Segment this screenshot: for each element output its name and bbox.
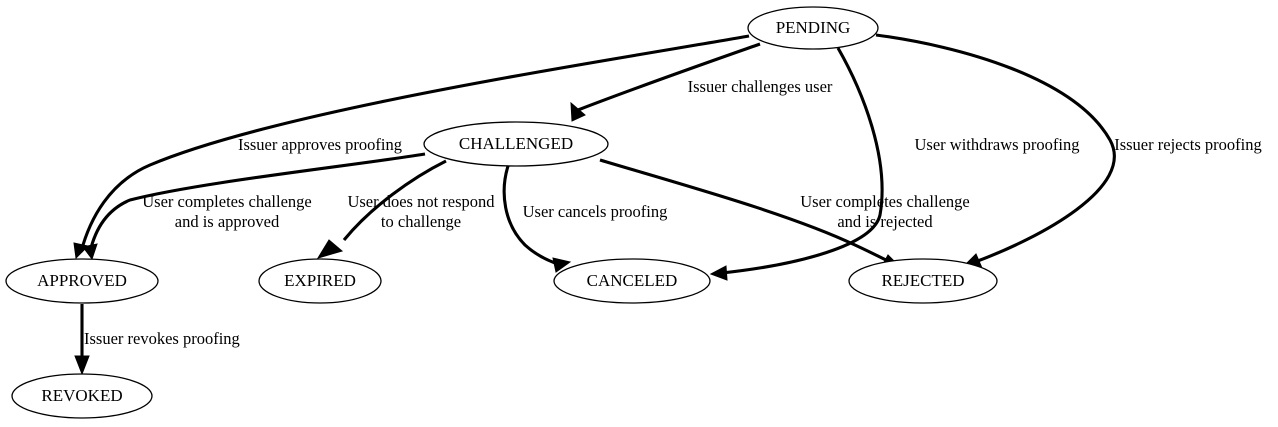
edge-path-challenged-expired <box>342 159 447 241</box>
node-canceled-label: CANCELED <box>587 271 678 290</box>
node-challenged-ellipse <box>423 121 609 167</box>
edge-label-pending-rejected: Issuer rejects proofing <box>1114 135 1262 154</box>
edge-label-challenged-approved-line1: User completes challenge <box>142 192 312 211</box>
edge-path-challenged-rejected <box>599 158 891 264</box>
edge-label-pending-canceled: User withdraws proofing <box>915 135 1080 154</box>
node-pending-ellipse <box>747 6 879 50</box>
edge-challenged-expired[interactable] <box>316 159 447 259</box>
node-expired-ellipse <box>258 258 382 304</box>
node-expired-label: EXPIRED <box>284 271 356 290</box>
node-revoked-label: REVOKED <box>41 386 122 405</box>
node-canceled[interactable]: CANCELED <box>553 258 711 304</box>
node-revoked-ellipse <box>11 373 153 419</box>
node-approved-ellipse <box>5 258 159 304</box>
node-canceled-ellipse <box>553 258 711 304</box>
edge-label-pending-approved: Issuer approves proofing <box>238 135 402 154</box>
edge-challenged-approved[interactable] <box>82 152 426 261</box>
arrowhead-challenged-approved <box>82 243 98 261</box>
node-pending[interactable]: PENDING <box>747 6 879 50</box>
edge-label-challenged-expired-line2: to challenge <box>381 212 461 231</box>
edge-label-challenged-expired-line1: User does not respond <box>347 192 495 211</box>
node-challenged[interactable]: CHALLENGED <box>423 121 609 167</box>
node-revoked[interactable]: REVOKED <box>11 373 153 419</box>
edge-pending-canceled[interactable] <box>709 47 884 281</box>
edge-pending-challenged[interactable] <box>570 42 761 122</box>
edge-label-challenged-rejected-line2: and is rejected <box>837 212 933 231</box>
edge-path-pending-challenged <box>577 42 761 112</box>
node-rejected[interactable]: REJECTED <box>848 258 998 304</box>
arrowhead-pending-canceled <box>709 265 728 281</box>
edge-label-challenged-canceled: User cancels proofing <box>523 202 668 221</box>
node-pending-label: PENDING <box>776 18 851 37</box>
arrowhead-approved-revoked <box>74 355 90 376</box>
edge-path-pending-canceled <box>721 47 884 275</box>
arrowhead-pending-challenged <box>570 101 586 122</box>
edge-label-challenged-rejected-line1: User completes challenge <box>800 192 970 211</box>
edge-path-challenged-canceled <box>502 165 562 267</box>
node-approved-label: APPROVED <box>37 271 127 290</box>
edge-label-pending-challenged: Issuer challenges user <box>688 77 833 96</box>
node-expired[interactable]: EXPIRED <box>258 258 382 304</box>
edge-path-challenged-approved <box>88 152 426 253</box>
edge-challenged-canceled[interactable] <box>502 165 572 273</box>
edge-path-pending-rejected <box>875 33 1116 264</box>
edge-label-challenged-approved-line2: and is approved <box>175 212 280 231</box>
node-rejected-label: REJECTED <box>881 271 964 290</box>
node-rejected-ellipse <box>848 258 998 304</box>
arrowhead-challenged-canceled <box>552 257 572 273</box>
node-approved[interactable]: APPROVED <box>5 258 159 304</box>
edge-label-approved-revoked: Issuer revokes proofing <box>84 329 240 348</box>
node-challenged-label: CHALLENGED <box>459 134 573 153</box>
edge-path-pending-approved <box>79 34 750 253</box>
arrowhead-challenged-expired <box>316 239 344 259</box>
edge-approved-revoked[interactable] <box>74 304 90 376</box>
